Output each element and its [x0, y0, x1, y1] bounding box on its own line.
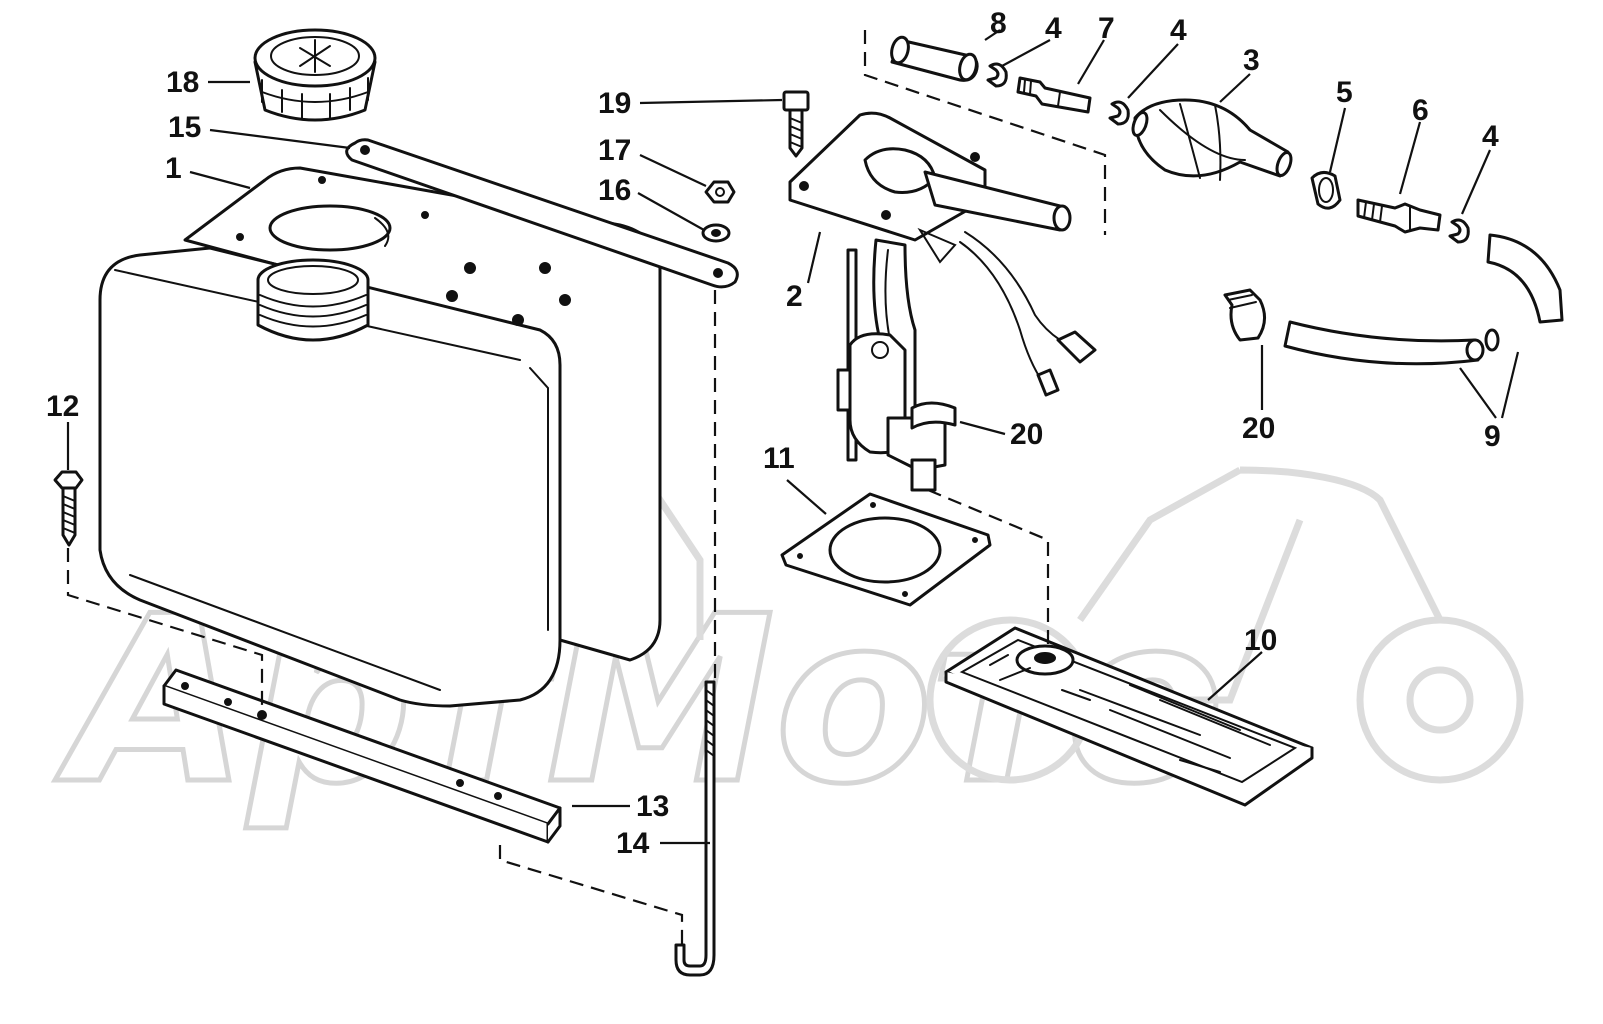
screw-12: [53, 470, 84, 547]
fitting-6: [1356, 198, 1442, 234]
callout-4c: 4: [1482, 120, 1499, 153]
sender-plate-10: [944, 626, 1314, 807]
j-bolt-14: [674, 680, 716, 977]
callout-9: 9: [1484, 420, 1501, 453]
callout-6: 6: [1412, 94, 1429, 127]
callout-11: 11: [763, 442, 795, 475]
callout-12: 12: [46, 390, 79, 423]
assembly-dashed-lines: [66, 30, 1107, 945]
callout-18: 18: [166, 66, 199, 99]
callout-15: 15: [168, 111, 201, 144]
tank-holes: [236, 176, 571, 326]
bracket-13: [162, 668, 562, 844]
bolt-19: [782, 90, 810, 158]
clamp-20-right: [1223, 288, 1266, 342]
callout-14: 14: [616, 827, 650, 860]
primer-bulb-3: [1131, 98, 1293, 181]
hose-8: [890, 35, 979, 82]
tank-strap: [345, 138, 739, 289]
callout-16: 16: [598, 174, 631, 207]
clip-4c: [1448, 218, 1470, 244]
fuel-tank: [98, 166, 662, 708]
clip-4a: [986, 62, 1008, 88]
callout-8: 8: [990, 7, 1007, 40]
callout-20a: 20: [1010, 418, 1043, 451]
pickup-unit-2: [788, 111, 1097, 492]
callout-17: 17: [598, 134, 631, 167]
connector-7: [1016, 76, 1092, 114]
nut-17: [704, 180, 736, 204]
callout-4b: 4: [1170, 14, 1187, 47]
callout-7: 7: [1098, 12, 1115, 45]
callout-1: 1: [165, 152, 182, 185]
fuel-cap: [253, 28, 377, 122]
callout-2: 2: [786, 280, 803, 313]
callout-10: 10: [1244, 624, 1277, 657]
callout-19: 19: [598, 87, 631, 120]
callout-13: 13: [636, 790, 669, 823]
fuel-hose-9: [1283, 233, 1564, 366]
clip-4b: [1108, 100, 1130, 126]
gasket-11: [780, 492, 992, 607]
washer-16: [701, 223, 731, 243]
cap-5: [1310, 171, 1342, 210]
callout-4a: 4: [1045, 12, 1062, 45]
callouts: 1 2 3 4 4 4 5 6 7 8 9 10 11 12 13 14 15 …: [46, 7, 1501, 860]
leader-lines: [66, 29, 1520, 845]
callout-5: 5: [1336, 76, 1353, 109]
callout-20b: 20: [1242, 412, 1275, 445]
callout-3: 3: [1243, 44, 1260, 77]
